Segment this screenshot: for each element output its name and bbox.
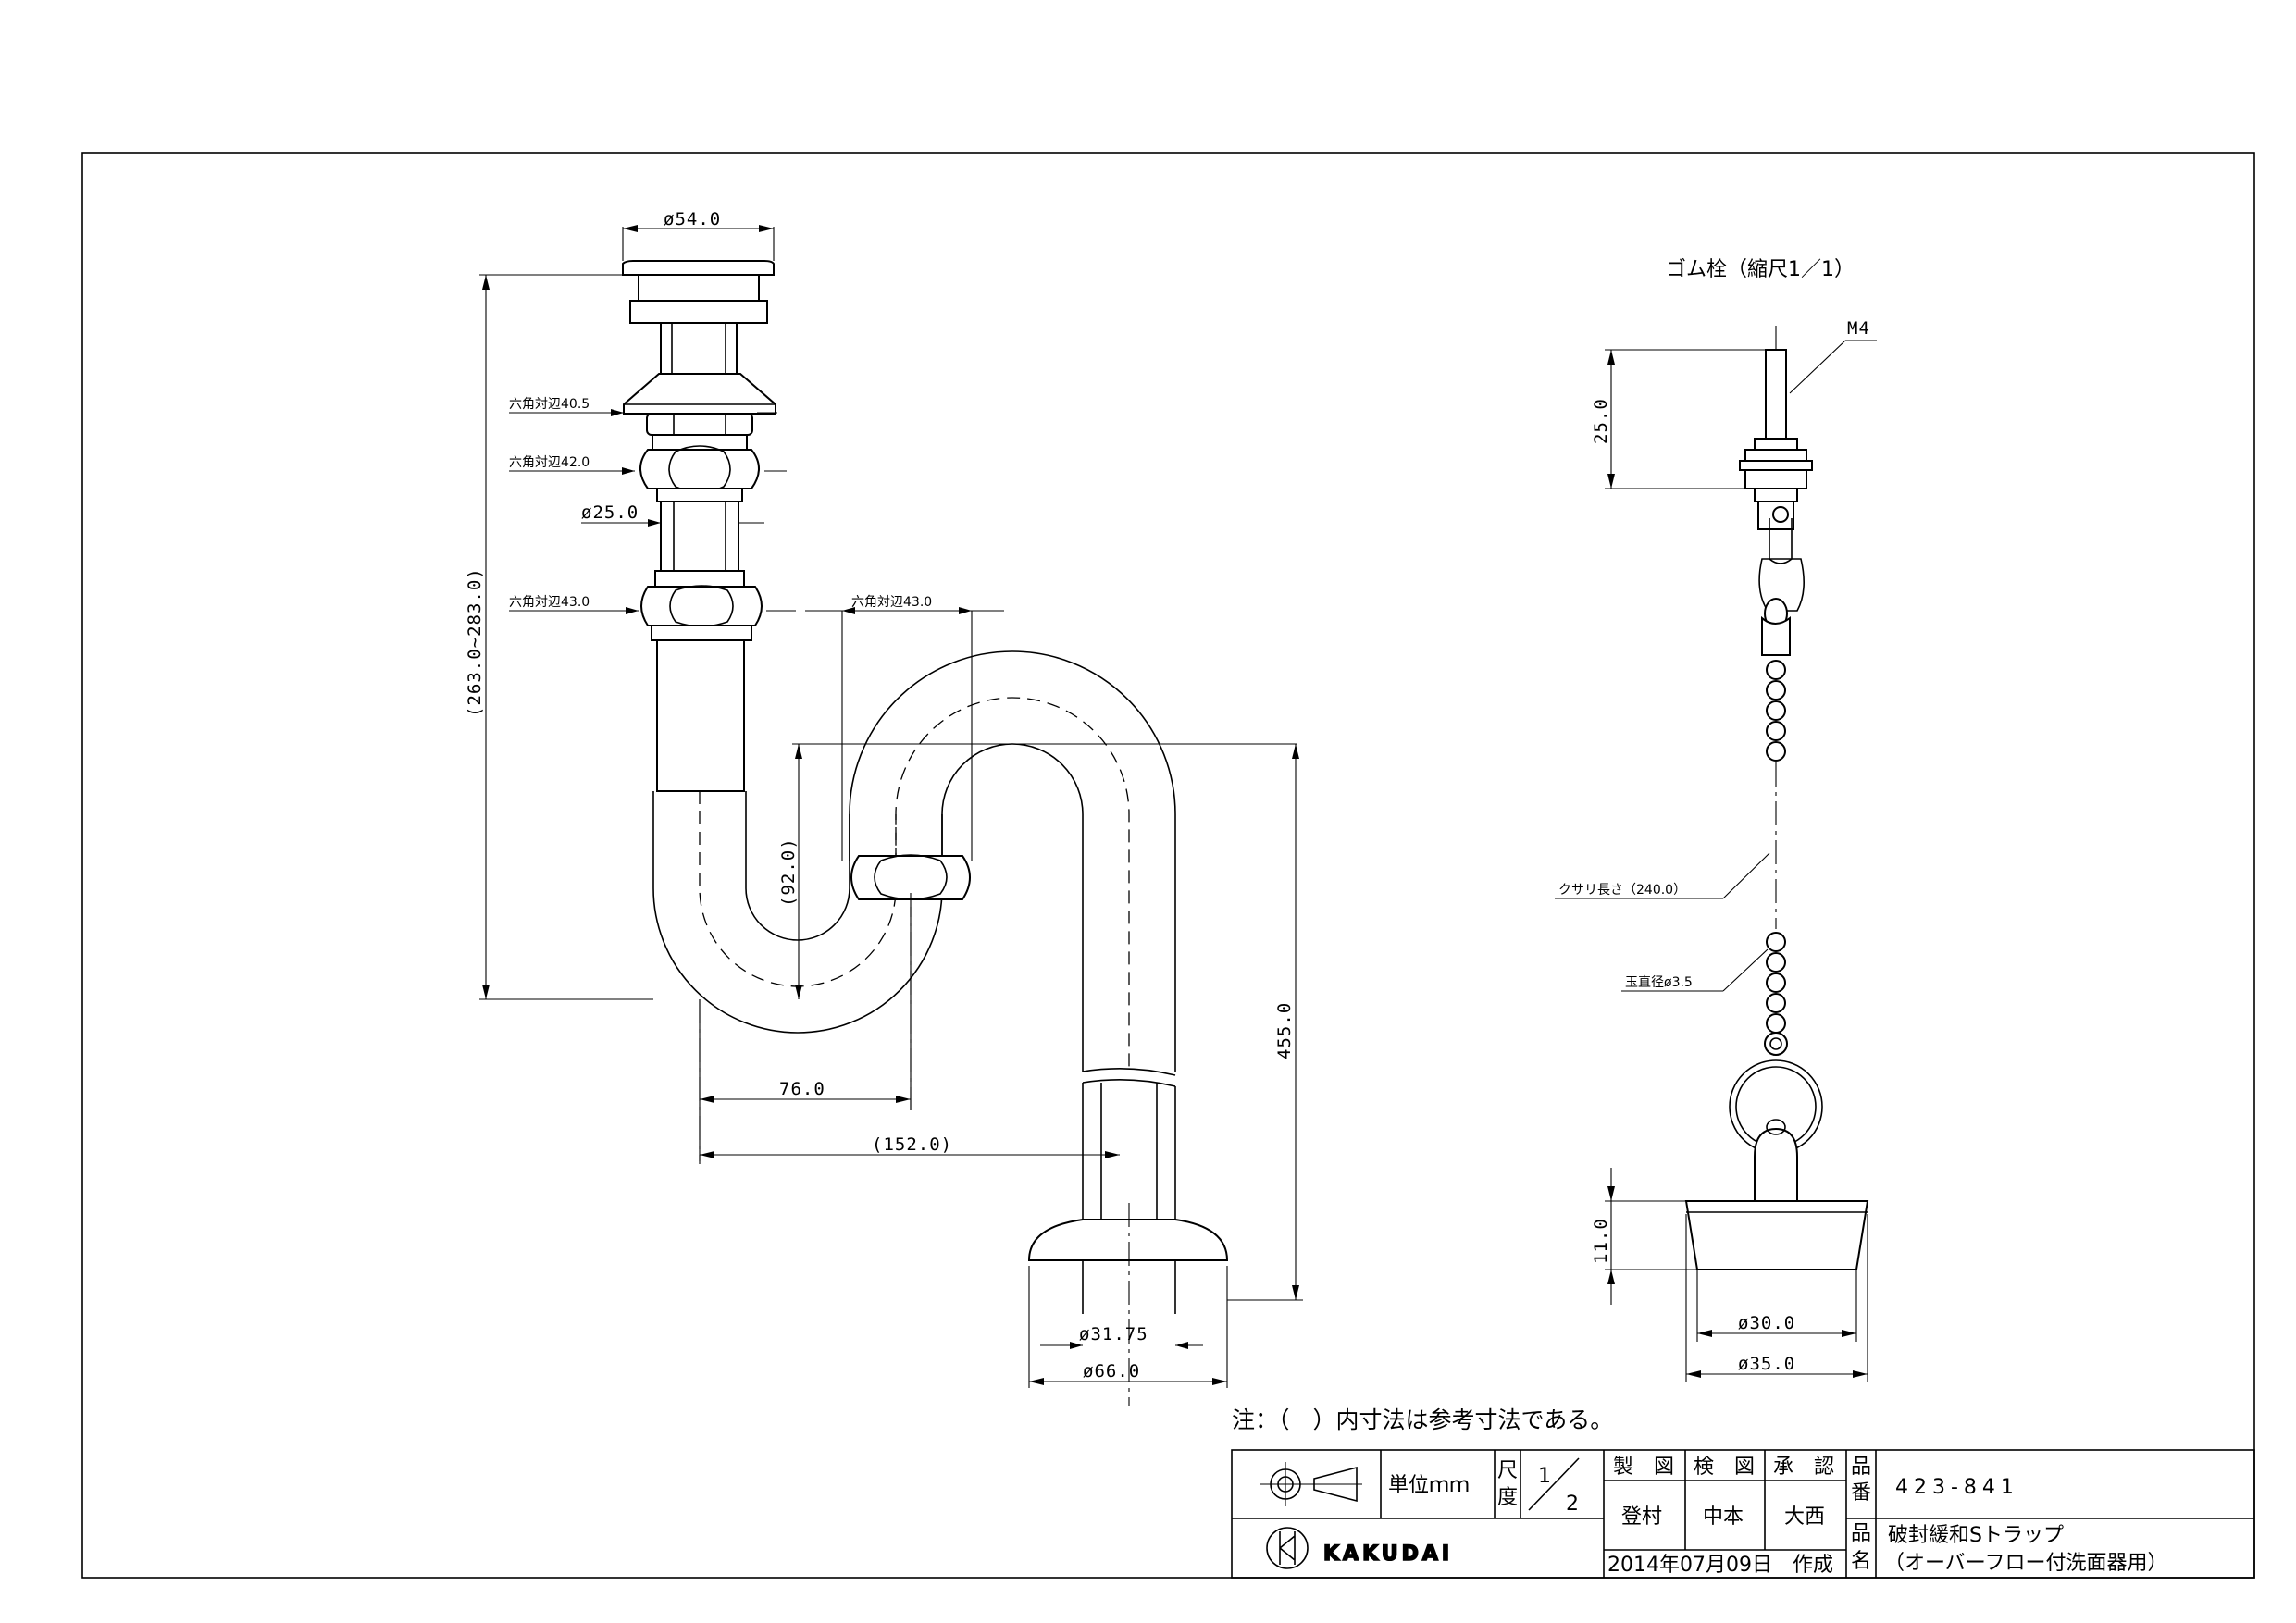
dim-d-flange: ø66.0 xyxy=(1083,1361,1140,1381)
approved-name: 大西 xyxy=(1784,1505,1825,1529)
dim-d-tube: ø25.0 xyxy=(581,502,639,523)
kakudai-logo: KAKUDAI xyxy=(1266,1527,1453,1569)
dim-d-top: ø54.0 xyxy=(664,209,721,229)
u-bend-inner xyxy=(745,791,850,941)
scale-denominator: 2 xyxy=(1566,1493,1579,1516)
hex-nut-43-0-left xyxy=(640,586,763,626)
dim-offset-152: (152.0) xyxy=(872,1134,952,1155)
stopper-thread: M4 xyxy=(1847,318,1870,339)
u-bend-outer xyxy=(652,791,943,1034)
part-no-label-1: 品 xyxy=(1851,1456,1871,1479)
dim-height-455: 455.0 xyxy=(1274,1002,1295,1059)
name-label-2: 名 xyxy=(1851,1550,1871,1573)
chain-balls-top xyxy=(1766,660,1786,762)
third-angle-projection-icon xyxy=(1260,1462,1362,1506)
name-label-1: 品 xyxy=(1851,1522,1871,1545)
company-name: KAKUDAI xyxy=(1323,1542,1453,1566)
drain-cap xyxy=(622,260,775,276)
rubber-stopper-drawing: ゴム栓（縮尺1／1） M4 25.0 xyxy=(1555,258,1877,1382)
arch-outer xyxy=(849,650,1176,1072)
dim-overall-height: (263.0~283.0) xyxy=(465,567,485,717)
approved-label: 承 認 xyxy=(1773,1456,1834,1479)
dim-hex-40-5: 六角対辺40.5 xyxy=(509,397,590,412)
threaded-rod xyxy=(1765,349,1787,440)
dim-trap-depth: (92.0) xyxy=(778,837,799,907)
part-number: 423-841 xyxy=(1895,1476,2019,1499)
dim-hex-43-0-left: 六角対辺43.0 xyxy=(509,595,590,610)
unit-label: 単位ｍｍ xyxy=(1388,1474,1470,1497)
hex-nut-40-5 xyxy=(646,413,753,436)
stopper-rod-length: 25.0 xyxy=(1591,398,1611,444)
checked-name: 中本 xyxy=(1703,1505,1744,1529)
scale-label-2: 度 xyxy=(1497,1486,1518,1509)
date-created: 2014年07月09日 作成 xyxy=(1607,1554,1833,1577)
hex-nut-42-0 xyxy=(639,449,760,489)
rubber-plug xyxy=(1684,1200,1869,1270)
drain-flange xyxy=(629,300,768,324)
washer xyxy=(623,373,776,415)
part-no-label-2: 番 xyxy=(1851,1481,1871,1505)
scale-numerator: 1 xyxy=(1538,1465,1551,1488)
s-trap-drawing xyxy=(622,260,1229,1406)
main-dimensions: ø54.0 (263.0~283.0) 六角対辺40.5 六角対辺42.0 ø2… xyxy=(465,209,1303,1388)
stopper-title: ゴム栓（縮尺1／1） xyxy=(1666,258,1855,281)
product-subname: （オーバーフロー付洗面器用） xyxy=(1884,1552,2167,1575)
floor-flange xyxy=(1027,1219,1229,1261)
reference-note: 注：（ ）内寸法は参考寸法である。 xyxy=(1232,1406,1613,1433)
hex-nut-43-0-right xyxy=(850,855,971,900)
stopper-ball-diameter: 玉直径ø3.5 xyxy=(1625,974,1693,990)
product-name: 破封緩和Sトラップ xyxy=(1888,1524,2064,1547)
dim-offset-76: 76.0 xyxy=(779,1079,825,1099)
dim-hex-42-0: 六角対辺42.0 xyxy=(509,455,590,470)
title-block: 単位ｍｍ 尺 度 1 2 製 図 検 図 承 認 登村 中本 大西 2014年0… xyxy=(1231,1449,2255,1579)
stopper-plug-d-small: ø30.0 xyxy=(1738,1313,1795,1333)
stopper-plug-d-large: ø35.0 xyxy=(1738,1354,1795,1374)
scale-label-1: 尺 xyxy=(1497,1459,1518,1482)
stopper-plug-height: 11.0 xyxy=(1591,1218,1611,1264)
dim-hex-43-0-right: 六角対辺43.0 xyxy=(851,595,932,610)
made-name: 登村 xyxy=(1621,1505,1662,1529)
made-label: 製 図 xyxy=(1613,1456,1674,1479)
checked-label: 検 図 xyxy=(1694,1456,1755,1479)
stopper-chain-length: クサリ長さ（240.0） xyxy=(1558,883,1686,898)
chain-balls-bottom xyxy=(1764,932,1788,1056)
dim-d-pipe: ø31.75 xyxy=(1079,1324,1148,1344)
drawing-frame xyxy=(81,152,2255,1579)
arch-inner xyxy=(941,743,1084,1072)
